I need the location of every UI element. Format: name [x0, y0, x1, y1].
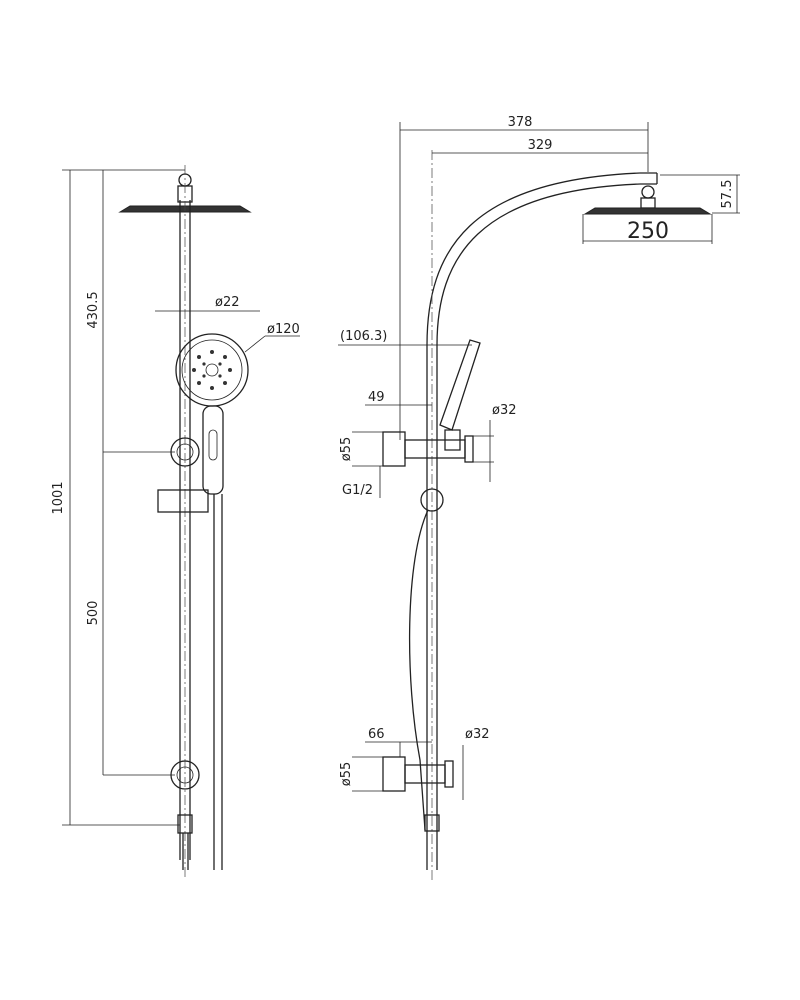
label-lower-wall-diameter: ø55: [339, 762, 354, 787]
dimension-1001: 1001: [51, 169, 185, 826]
thread-label: G1/2: [342, 466, 381, 498]
label-lower-rail-diameter: ø32: [465, 727, 490, 742]
dimension-250: 250: [582, 214, 713, 244]
label-upper-bracket-depth: 49: [368, 390, 385, 405]
dimension-hand-shower-diameter: ø120: [244, 322, 300, 353]
label-overall-height: 1001: [51, 481, 66, 514]
side-upper-bracket: [382, 431, 474, 467]
dimension-upper-phi55: ø55: [339, 431, 383, 467]
dimension-430-5: 430.5 500: [86, 170, 175, 776]
label-hand-shower-diameter: ø120: [267, 322, 300, 337]
side-view: 378 329 57.5 250 (106.3) 49: [338, 115, 740, 880]
dimension-lower-phi32: ø32: [462, 727, 490, 800]
label-lower-bracket-depth: 66: [368, 727, 385, 742]
label-rail-diameter: ø22: [215, 295, 240, 310]
label-hand-shower-offset: (106.3): [340, 329, 387, 344]
label-upper-rail-diameter: ø32: [492, 403, 517, 418]
dimension-329: 329: [432, 138, 648, 154]
hand-shower: [175, 333, 249, 870]
dimension-lower-phi55: ø55: [339, 756, 383, 792]
shower-arm: [426, 172, 658, 346]
label-lower-height: 500: [86, 601, 101, 626]
label-upper-wall-diameter: ø55: [339, 437, 354, 462]
side-overhead-head: [583, 185, 712, 215]
label-arm-reach-outer: 378: [508, 115, 533, 130]
dimension-57-5: 57.5: [660, 174, 740, 214]
slider: [157, 489, 209, 513]
dimension-49: 49: [365, 390, 432, 406]
dimension-378: 378: [399, 115, 649, 440]
label-thread: G1/2: [342, 483, 373, 498]
side-lower-bracket: [382, 756, 454, 792]
side-rail: [420, 150, 444, 880]
rail: [177, 165, 193, 880]
label-upper-height: 430.5: [86, 291, 101, 328]
label-arm-reach-inner: 329: [528, 138, 553, 153]
label-head-diameter: 250: [627, 219, 669, 244]
dimension-rail-diameter: ø22: [155, 295, 260, 312]
dimension-106-3: (106.3): [338, 329, 472, 346]
dimension-66: 66: [365, 727, 432, 757]
side-hand-shower: [408, 339, 481, 831]
label-head-height: 57.5: [720, 180, 735, 209]
front-view: 1001 430.5 500 ø22 ø120: [51, 165, 300, 880]
dimension-upper-phi32: ø32: [473, 403, 517, 482]
